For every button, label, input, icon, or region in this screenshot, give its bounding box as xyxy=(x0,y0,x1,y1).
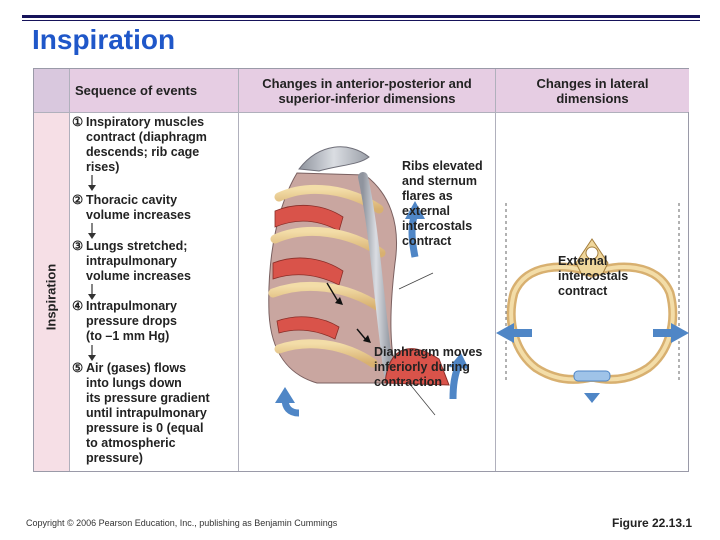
figure-label: Figure 22.13.1 xyxy=(612,516,693,530)
header-ap-line1: Changes in anterior-posterior and xyxy=(262,75,472,91)
step-line: volume increases xyxy=(86,269,191,283)
down-arrow-icon xyxy=(88,223,96,239)
annotation-line: and sternum xyxy=(402,174,478,188)
annotation-line: contraction xyxy=(374,375,443,389)
slide-title: Inspiration xyxy=(32,24,176,55)
step-number: ③ xyxy=(72,239,84,253)
step-number: ② xyxy=(72,193,84,207)
annotation-line: intercostals xyxy=(558,269,629,283)
header-lat-line1: Changes in lateral xyxy=(536,75,649,91)
copyright-footer: Copyright © 2006 Pearson Education, Inc.… xyxy=(26,518,338,528)
step-line: Air (gases) flows xyxy=(86,361,187,375)
annotation-line: inferiorly during xyxy=(374,360,470,374)
column-divider xyxy=(495,69,496,471)
step-number: ④ xyxy=(72,299,84,313)
rib-cage-illustration xyxy=(268,146,469,417)
diaphragm-annotation: Diaphragm moves inferiorly during contra… xyxy=(374,345,482,390)
annotation-line: External xyxy=(558,254,608,268)
step-line: into lungs down xyxy=(86,376,182,390)
down-arrow-icon xyxy=(88,175,96,191)
side-band xyxy=(34,113,69,471)
top-rule-thin xyxy=(22,20,700,21)
step-line: Lungs stretched; xyxy=(86,239,188,253)
step-line: intrapulmonary xyxy=(86,254,177,268)
header-ap-line2: superior-inferior dimensions xyxy=(278,90,456,106)
header-divider xyxy=(34,112,688,113)
column-divider xyxy=(69,69,70,471)
step-line: pressure drops xyxy=(86,314,178,328)
step-line: contract (diaphragm xyxy=(86,130,207,144)
step-line: (to –1 mm Hg) xyxy=(86,329,170,343)
top-rule xyxy=(22,15,700,18)
header-sequence: Sequence of events xyxy=(70,69,238,112)
column-divider xyxy=(238,69,239,471)
annotation-line: flares as xyxy=(402,189,453,203)
step-line: until intrapulmonary xyxy=(86,406,207,420)
header-corner xyxy=(34,69,69,112)
down-arrow-icon xyxy=(88,284,96,300)
step-line: Intrapulmonary xyxy=(86,299,177,313)
step-line: to atmospheric xyxy=(86,436,176,450)
step-line: its pressure gradient xyxy=(86,391,210,405)
annotation-line: intercostals xyxy=(402,219,473,233)
step-number: ① xyxy=(72,115,84,129)
annotation-line: contract xyxy=(558,284,608,298)
down-arrow-icon xyxy=(88,345,96,361)
step-line: pressure is 0 (equal xyxy=(86,421,204,435)
events-table: Sequence of events Changes in anterior-p… xyxy=(33,68,689,472)
step-line: Inspiratory muscles xyxy=(86,115,205,129)
ribs-annotation: Ribs elevated and sternum flares as exte… xyxy=(402,159,483,249)
step-line: pressure) xyxy=(86,451,143,465)
step-line: descends; rib cage xyxy=(86,145,200,159)
step-line: rises) xyxy=(86,160,120,174)
annotation-line: Diaphragm moves xyxy=(374,345,483,359)
annotation-line: Ribs elevated xyxy=(402,159,483,173)
lateral-rib-illustration xyxy=(496,203,689,403)
annotation-line: external xyxy=(402,204,450,218)
step-line: Thoracic cavity xyxy=(86,193,178,207)
side-label: Inspiration xyxy=(43,263,59,331)
step-line: volume increases xyxy=(86,208,191,222)
header-lat-line2: dimensions xyxy=(556,90,629,106)
step-number: ⑤ xyxy=(72,361,84,375)
external-intercostals-annotation: External intercostals contract xyxy=(558,254,628,299)
annotation-line: contract xyxy=(402,234,452,248)
